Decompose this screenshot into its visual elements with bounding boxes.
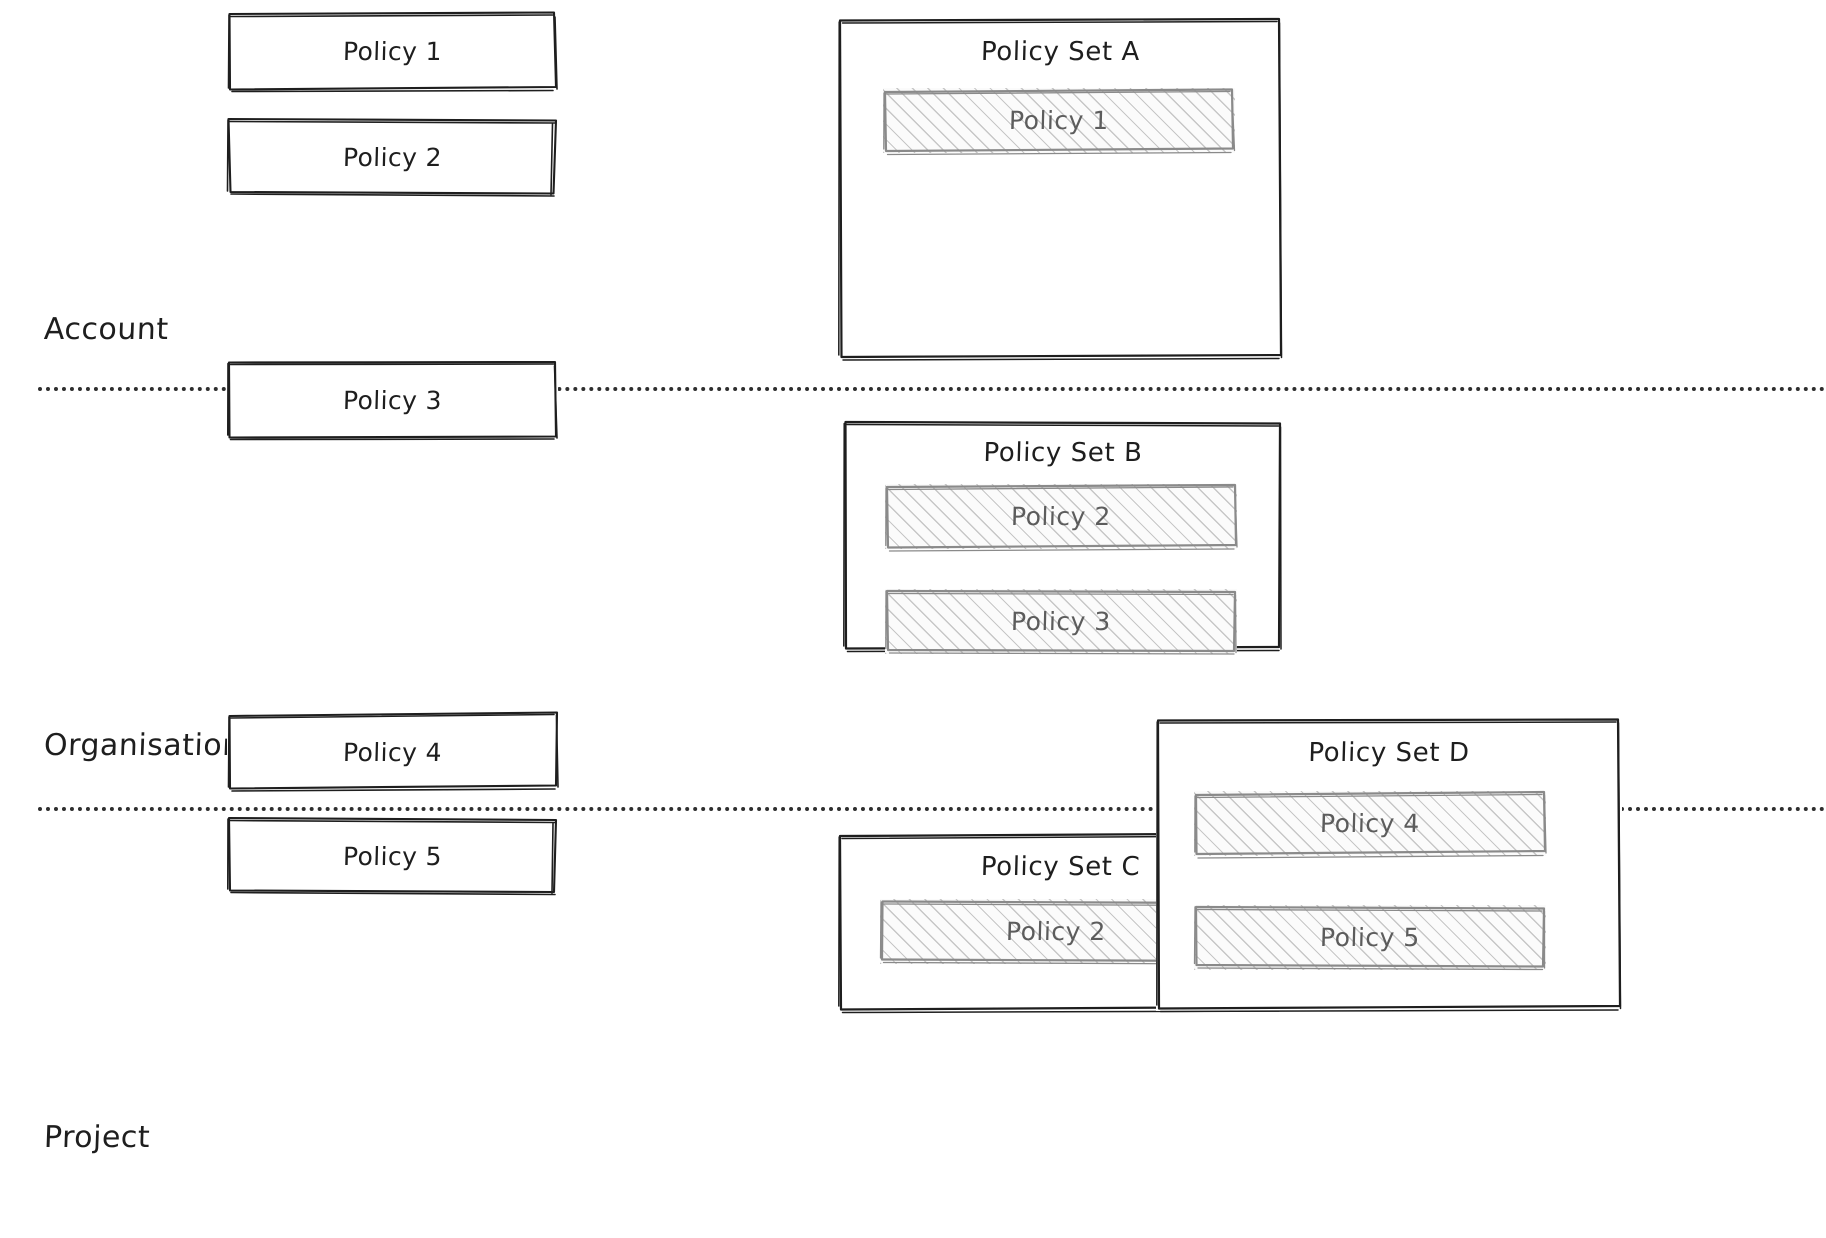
policy-box-policy-2[interactable]: Policy 2 xyxy=(226,117,558,197)
policy-chip-label: Policy 3 xyxy=(1010,607,1112,636)
policy-box-label: Policy 5 xyxy=(342,841,443,871)
policy-box-label: Policy 3 xyxy=(342,385,443,415)
policy-box-policy-5[interactable]: Policy 5 xyxy=(227,816,558,896)
sketch-border xyxy=(838,17,1283,361)
policy-box-label: Policy 1 xyxy=(342,36,443,66)
policy-box-label: Policy 4 xyxy=(342,737,443,767)
policy-chip-label: Policy 2 xyxy=(1010,502,1112,531)
divider-organisation-project xyxy=(38,807,1826,811)
policy-chip-policy-2[interactable]: Policy 2 xyxy=(885,483,1238,552)
band-label-project: Project xyxy=(43,1120,151,1155)
policy-chip-policy-5[interactable]: Policy 5 xyxy=(1193,905,1546,971)
policy-chip-label: Policy 1 xyxy=(1008,106,1110,135)
policy-chip-policy-1[interactable]: Policy 1 xyxy=(883,88,1236,156)
policy-set-title: Policy Set C xyxy=(980,852,1141,882)
policy-set-title: Policy Set B xyxy=(983,438,1143,468)
policy-box-label: Policy 2 xyxy=(342,142,443,172)
policy-chip-policy-4[interactable]: Policy 4 xyxy=(1194,790,1547,859)
policy-chip-label: Policy 2 xyxy=(1005,917,1107,946)
policy-box-policy-4[interactable]: Policy 4 xyxy=(227,711,559,792)
policy-box-policy-3[interactable]: Policy 3 xyxy=(227,360,558,441)
policy-set-b[interactable]: Policy Set B Policy 2 Policy 3 xyxy=(843,420,1283,655)
policy-chip-policy-3[interactable]: Policy 3 xyxy=(885,589,1237,655)
policy-set-title: Policy Set D xyxy=(1307,738,1471,768)
band-label-organisation: Organisation xyxy=(43,728,243,763)
policy-set-title: Policy Set A xyxy=(980,37,1141,67)
policy-chip-label: Policy 5 xyxy=(1319,923,1421,952)
band-label-account: Account xyxy=(43,312,170,347)
policy-box-policy-1[interactable]: Policy 1 xyxy=(227,11,558,93)
policy-chip-label: Policy 4 xyxy=(1319,809,1421,838)
policy-set-a[interactable]: Policy Set A Policy 1 xyxy=(838,17,1283,361)
divider-account-organisation xyxy=(38,387,1826,391)
